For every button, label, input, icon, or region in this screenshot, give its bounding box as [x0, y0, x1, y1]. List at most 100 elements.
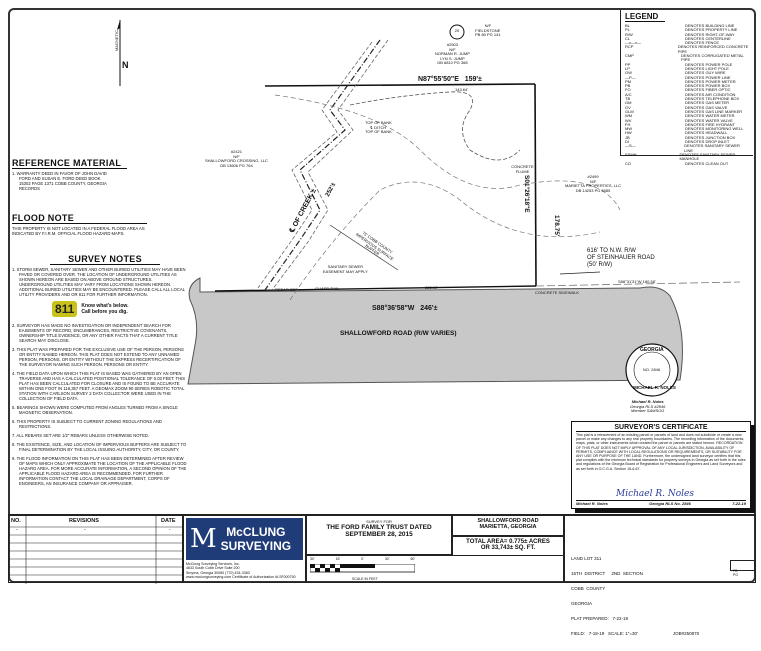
caption-line: Georgia RLS #2846	[630, 403, 666, 409]
legend-description: DENOTES PROPERTY LINE	[685, 27, 738, 33]
note-line: TOP OF BANK	[365, 129, 392, 134]
legend-description: DENOTES POWER METER	[685, 78, 736, 84]
owner-line: N/F	[484, 23, 492, 28]
steinhauer-arrow	[559, 271, 601, 275]
legend-description: DENOTES WATER METER	[685, 113, 735, 119]
owner-line: SHALLOWFORD CROSSING, LLC	[205, 158, 268, 163]
north-distance: 143.64'	[455, 87, 468, 92]
scale-tick: 30'	[310, 557, 315, 561]
company-info-line: 4633 South Cobb Drive Suite 200	[186, 566, 240, 571]
legend-description: DENOTES POWER LINE	[685, 74, 731, 80]
rebar-set-label: REBAR SET	[275, 287, 298, 292]
legend-item: PL DENOTES PROPERTY LINE	[625, 27, 749, 33]
survey-note-9: 9. THE FLOOD INFORMATION ON THIS PLAT HA…	[12, 456, 187, 486]
survey-notes-title: SURVEY NOTES	[50, 254, 160, 265]
row-revision: -	[84, 527, 86, 533]
legend-item: WV DENOTES WATER VALVE	[625, 117, 749, 123]
note-line: 616' TO N.W. R/W	[587, 248, 636, 254]
header-date: DATE	[161, 518, 176, 524]
lot-number: 20	[454, 28, 460, 33]
state: GEORGIA	[571, 601, 593, 606]
seal-state: GEORGIA	[640, 347, 664, 353]
owner-line: #2503	[446, 42, 458, 47]
seal-name: MICHAEL R. NOLES	[633, 385, 676, 390]
location-block: SHALLOWFORD ROAD MARIETTA, GEORGIA	[452, 515, 564, 536]
area-sqft: OR 33,743± SQ. FT.	[480, 545, 536, 551]
legend-symbol: PL	[625, 27, 630, 33]
job-number: JOB#250870	[672, 631, 700, 636]
se-line	[535, 281, 741, 287]
legend-description: DENOTES AIR CONDITION	[685, 91, 736, 97]
location-road: SHALLOWFORD ROAD	[477, 518, 539, 524]
certificate-title: SURVEYOR'S CERTIFICATE	[576, 424, 746, 432]
survey-note-3: 3. THIS PLAT WAS PREPARED FOR THE EXCLUS…	[12, 347, 184, 367]
note-line: SANITARY SEWER	[327, 264, 364, 269]
certificate-footer: Michael R. Noles Georgia RLS No. 2846 7-…	[576, 500, 746, 506]
north-line	[264, 83, 536, 87]
guard-rail-label: GUARD RAIL	[315, 286, 340, 291]
legend-description: DENOTES CENTERLINE	[685, 35, 731, 41]
legend-symbol: WV	[625, 117, 632, 123]
note-line: OF STEINHAUER ROAD	[587, 255, 655, 261]
owner-line: FIELDSTONE	[475, 27, 501, 33]
plat-prepared: PLAT PREPARED: 7-22-19	[571, 616, 629, 621]
company-info: McClung Surveying Services, Inc. 4633 So…	[186, 562, 303, 579]
east-distance: 178.75'	[553, 215, 560, 237]
legend-symbol: GM	[625, 100, 632, 106]
area-acres: TOTAL AREA= 0.775± ACRES	[466, 539, 550, 545]
owner-line: DB 14253 PG 5085	[575, 187, 611, 193]
company-name-2: SURVEYING	[220, 539, 292, 553]
legend-item: —x—x—DENOTES FENCE	[625, 40, 749, 45]
legend-description: DENOTES CORRUGATED METAL PIPE	[681, 53, 744, 63]
note-line: TOP OF BANK	[365, 120, 392, 125]
area-block: TOTAL AREA= 0.775± ACRES OR 33,743± SQ. …	[452, 536, 564, 556]
legend-symbol: RCP	[625, 44, 634, 50]
seal-number: NO. 2846	[643, 367, 661, 372]
legend-description: DENOTES TELEPHONE BOX	[685, 96, 740, 102]
legend-symbol: GW	[625, 70, 632, 76]
note-line: ℄ DITCH	[370, 124, 387, 130]
legend-symbol: PM	[625, 78, 631, 84]
legend-item: —S—DENOTES SANITARY SEWER LINE	[625, 144, 749, 153]
owner-line: NORMAN R. JUMP	[435, 51, 470, 56]
survey-note-4: 4. THE FIELD DATA UPON WHICH THIS PLAT I…	[12, 371, 186, 401]
owner-line: PB 80 PG 141	[475, 32, 501, 37]
concrete-sidewalk-label: CONCRETE SIDEWALK	[535, 290, 580, 295]
legend-symbol: DI	[625, 139, 629, 145]
legend-symbol: LP	[625, 65, 630, 71]
legend-symbol: FO	[625, 87, 631, 93]
sheet-pg: PG	[733, 573, 739, 577]
legend-description: DENOTES FIRE HYDRANT	[685, 121, 736, 127]
north-arrow: MAGNETIC N	[110, 18, 130, 88]
owner-line: LYN S. JUMP	[440, 55, 465, 61]
location-city: MARIETTA, GEORGIA	[479, 524, 537, 530]
certificate-reg: Georgia RLS No. 2846	[649, 501, 691, 506]
legend-description: DENOTES WATER VALVE	[685, 117, 733, 123]
scale-tick: 15'	[335, 557, 341, 561]
legend-description: DENOTES MONITORING WELL	[685, 126, 744, 132]
legend-description: DENOTES GAS VALVE	[685, 104, 728, 110]
flood-note-text: THIS PROPERTY IS NOT LOCATED IN A FEDERA…	[12, 226, 145, 236]
legend-title: LEGEND	[625, 12, 665, 22]
legend-description: DENOTES JUNCTION BOX	[685, 134, 736, 140]
surveyor-seal	[625, 343, 679, 397]
legend-description: DENOTES SANITARY SEWER LINE	[684, 143, 740, 153]
legend-description: DENOTES HEADWALL	[685, 130, 728, 136]
legend-description: DENOTES SANITARY SEWER MANHOLE	[679, 151, 736, 162]
note-line: EASEMENT MAY APPLY	[323, 268, 368, 274]
south-bearing: S88°36'58"W 246'±	[372, 305, 438, 312]
survey-for-label: SURVEY FOR	[366, 519, 392, 524]
legend-description: DENOTES GUY WIRE	[685, 70, 726, 76]
